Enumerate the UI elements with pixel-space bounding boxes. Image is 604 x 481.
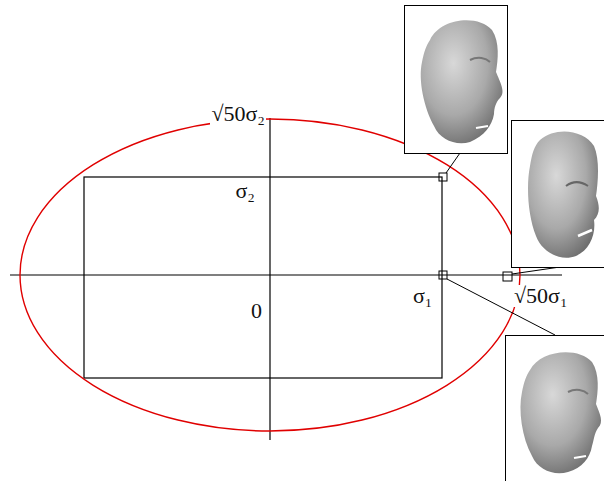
tick-label: σ₂ (234, 180, 256, 202)
leader-line (446, 153, 460, 173)
face-render (528, 131, 599, 257)
sample-marker (439, 271, 447, 279)
sample-marker (439, 173, 447, 181)
leader-line (512, 267, 560, 274)
face-render (520, 352, 601, 473)
face-render (421, 20, 503, 143)
x-axis (10, 274, 562, 275)
origin-label: 0 (250, 300, 263, 322)
axis-label: √50σ₁ (513, 285, 569, 307)
sample-marker (503, 272, 512, 281)
face-box (405, 6, 508, 154)
face-box (512, 121, 604, 268)
sqrt50-ellipse (20, 119, 520, 431)
face-box (506, 336, 604, 481)
y-axis (269, 118, 270, 440)
tick-label: σ₁ (412, 285, 434, 307)
sigma-rectangle (84, 177, 442, 378)
axis-label: √50σ₂ (210, 103, 266, 125)
